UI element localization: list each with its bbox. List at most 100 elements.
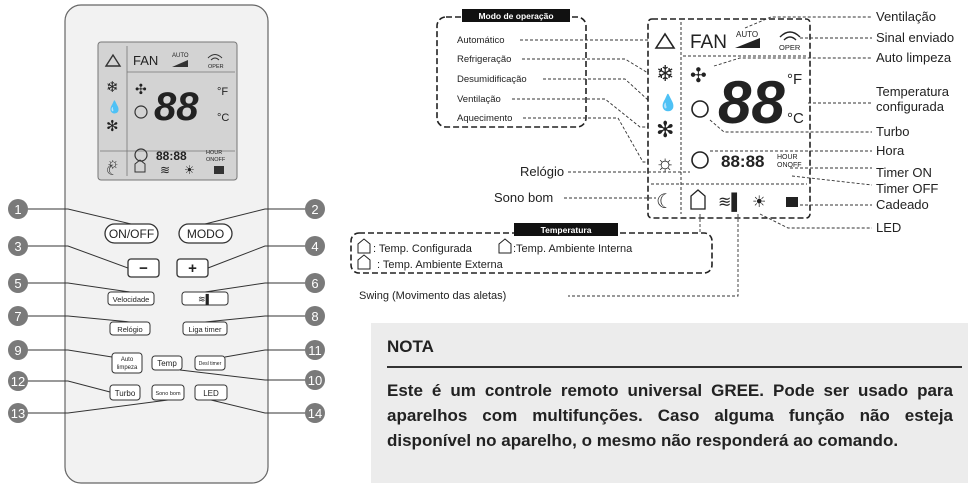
callout-number: 3: [14, 239, 21, 254]
indoor-temp-icon: [498, 238, 512, 254]
mode-button-label: MODO: [187, 227, 224, 241]
callout-circle: [8, 371, 28, 391]
callout-circle: [305, 236, 325, 256]
plus-button-label: +: [188, 260, 197, 277]
turbo-button[interactable]: Turbo: [109, 384, 141, 401]
autoclean-button[interactable]: Auto limpeza: [111, 352, 143, 374]
minus-button-label: −: [139, 260, 148, 277]
minus-button[interactable]: −: [127, 258, 160, 278]
callout-number: 4: [311, 239, 318, 254]
legend-autoclean-icon: ✣: [690, 65, 707, 87]
temp-box-title: Temperatura: [541, 225, 592, 235]
sleep-button-label: Sono bom: [155, 391, 180, 397]
label-turbo: Turbo: [876, 124, 909, 139]
lcd-auto-text: AUTO: [172, 53, 189, 59]
lock-icon: [214, 166, 224, 174]
callout-circle: [305, 306, 325, 326]
autoclean-button-label-1: Auto: [121, 357, 134, 363]
remote-lcd: FAN AUTO OPER ❄ 💧 ✻ ☼ ✣ 88 °F °C 88:88 H…: [97, 41, 238, 181]
legend-turbo-icon: [691, 100, 709, 118]
clock-button[interactable]: Relógio: [109, 321, 151, 336]
right-leader-lines: [709, 16, 873, 229]
plus-button[interactable]: +: [176, 258, 209, 278]
autoclean-button-label-2: limpeza: [117, 365, 138, 371]
callout-number: 7: [14, 309, 21, 324]
sleep-button[interactable]: Sono bom: [151, 384, 185, 401]
speed-button-label: Velocidade: [113, 295, 150, 304]
callout-number: 6: [311, 276, 318, 291]
clock-button-label: Relógio: [117, 325, 142, 334]
callout-line: [204, 208, 315, 225]
timer-on-button[interactable]: Liga timer: [182, 321, 228, 336]
speed-button[interactable]: Velocidade: [107, 291, 155, 306]
legend-lock-icon: [786, 197, 798, 207]
callout-circle: [8, 403, 28, 423]
callout-line: [179, 369, 315, 381]
onoff-button[interactable]: ON/OFF: [104, 223, 159, 244]
legend-unit-f: °F: [787, 71, 802, 88]
mode-item-dry: Desumidificação: [457, 74, 527, 85]
legend-oper-text: OPER: [779, 43, 801, 52]
label-fan: Ventilação: [876, 9, 936, 24]
legend-clock-digits: 88:88: [721, 152, 764, 171]
legend-swing-icon: ≋▌: [718, 192, 743, 212]
note-divider: [387, 366, 962, 368]
label-swing: Swing (Movimento das aletas): [359, 290, 506, 302]
label-temp-1: Temperatura: [876, 84, 950, 99]
label-sleep: Sono bom: [494, 190, 553, 205]
temp-line1-b: :Temp. Ambiente Interna: [513, 243, 633, 255]
legend-onoff-text: ONOFF: [777, 162, 802, 169]
legend-fan-mode-icon: ✻: [656, 117, 674, 142]
led-button[interactable]: LED: [194, 384, 228, 401]
onoff-button-label: ON/OFF: [109, 227, 154, 241]
callout-number: 5: [14, 276, 21, 291]
legend-auto-text: AUTO: [736, 30, 758, 39]
legend-unit-c: °C: [787, 110, 804, 127]
lcd-unit-c: °C: [217, 112, 229, 124]
legend-auto-icon: [654, 32, 676, 49]
legend-digits: 88: [718, 69, 785, 136]
callout-number: 9: [14, 343, 21, 358]
callout-line: [204, 282, 315, 293]
legend-cool-icon: ❄: [656, 61, 674, 86]
legend-heat-icon: ☼: [655, 150, 675, 175]
led-button-label: LED: [203, 389, 219, 398]
timer-off-button[interactable]: Desl timer: [194, 355, 226, 371]
label-timer-off: Timer OFF: [876, 181, 938, 196]
lcd-hour: HOUR: [206, 150, 222, 156]
temp-button[interactable]: Temp: [151, 355, 183, 371]
turbo-button-label: Turbo: [115, 389, 136, 398]
callout-circle: [305, 199, 325, 219]
callout-circle: [8, 306, 28, 326]
callout-number: 12: [11, 374, 25, 389]
left-leader-lines: [564, 171, 739, 297]
mode-button[interactable]: MODO: [178, 223, 233, 244]
temp-line2: : Temp. Ambiente Externa: [377, 259, 504, 271]
swing-button[interactable]: ≋▌: [181, 291, 229, 306]
swing-icon: ≋: [160, 163, 170, 177]
autoclean-icon: ✣: [135, 81, 147, 97]
timer-on-button-label: Liga timer: [189, 325, 222, 334]
note-title: NOTA: [387, 337, 434, 356]
auto-mode-icon: [104, 53, 122, 67]
legend-sleep-icon: ☾: [656, 191, 674, 213]
callout-circle: [305, 370, 325, 390]
set-temp-icon: [357, 238, 371, 254]
mode-box-title: Modo de operação: [478, 11, 553, 21]
callout-number: 10: [308, 373, 322, 388]
led-icon: ☀: [184, 163, 195, 177]
temperature-box: Temperatura : Temp. Configurada :Temp. A…: [350, 214, 713, 274]
turbo-icon: [134, 105, 148, 119]
callout-number: 8: [311, 309, 318, 324]
callout-line: [18, 282, 131, 293]
remote-control: FAN AUTO OPER ❄ 💧 ✻ ☼ ✣ 88 °F °C 88:88 H…: [64, 4, 269, 484]
callout-circle: [8, 340, 28, 360]
legend-speed-icon: [735, 38, 760, 48]
note-body: Este é um controle remoto universal GREE…: [387, 381, 953, 450]
callout-line: [204, 315, 315, 323]
mode-box: Modo de operação Automático Refrigeração…: [436, 9, 658, 163]
callout-line: [18, 315, 131, 323]
callout-line: [18, 245, 129, 269]
note-box: NOTA Este é um controle remoto universal…: [371, 323, 968, 483]
